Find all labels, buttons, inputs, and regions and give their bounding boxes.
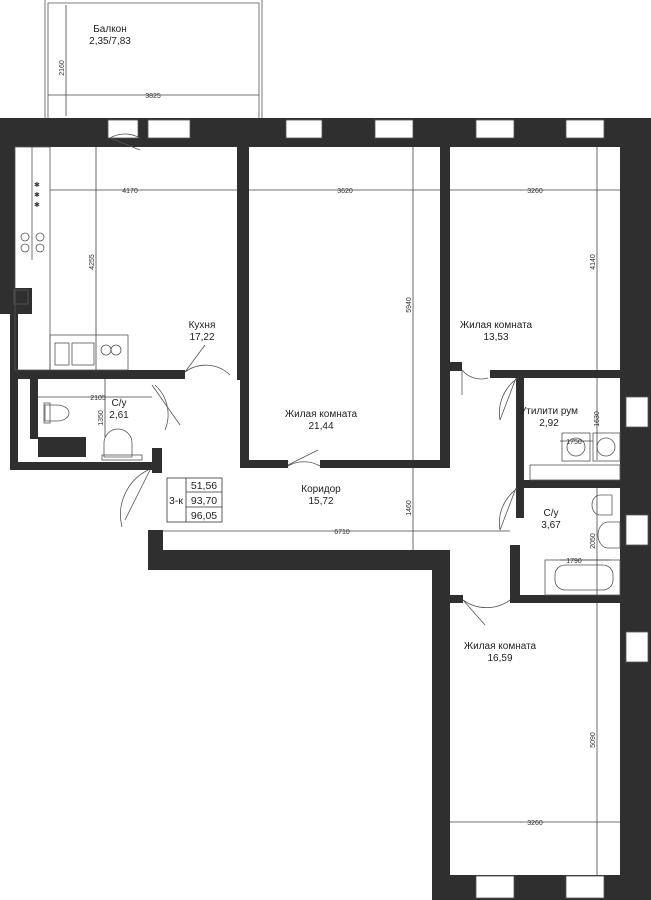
living-area: 51,56 <box>191 480 217 492</box>
room-name-utility: Утилити рум <box>520 406 578 417</box>
living1-door <box>287 449 321 467</box>
total-area-with-balcony: 96,05 <box>191 510 217 522</box>
room-area-corridor: 15,72 <box>308 496 333 507</box>
dim-balcony-depth: 2160 <box>59 60 66 76</box>
dim-living3-length: 5090 <box>590 732 597 748</box>
window <box>625 631 649 663</box>
dim-living2-length: 4140 <box>590 254 597 270</box>
dim-bath2-tub: 1790 <box>566 558 582 565</box>
washbasin-icon <box>103 428 133 458</box>
window <box>625 514 649 546</box>
window <box>285 119 323 139</box>
dim-living2-width: 3260 <box>527 188 543 195</box>
room-area-balcony: 2,35/7,83 <box>89 36 131 47</box>
room-name-living3: Жилая комната <box>464 641 537 652</box>
room-name-corridor: Коридор <box>301 484 341 495</box>
stove-icon <box>20 232 45 253</box>
dimension-lines <box>38 5 620 875</box>
toilet-icon <box>44 404 70 422</box>
hood-icon: ✱ <box>34 201 40 209</box>
dim-utility-fixture: 1750 <box>566 439 582 446</box>
window <box>475 875 515 899</box>
apartment-type: 3-к <box>169 495 183 507</box>
dishwasher-icon <box>54 342 70 366</box>
toilet-icon <box>591 494 613 516</box>
cooktop-icon <box>100 344 122 356</box>
room-area-bathroom1: 2,61 <box>109 410 129 421</box>
meter-icon <box>13 289 29 305</box>
room-labels: Балкон 2,35/7,83 Кухня 17,22 С/у 2,61 Жи… <box>89 24 578 664</box>
room-name-balcony: Балкон <box>93 24 127 35</box>
dim-living3-width: 3260 <box>527 820 543 827</box>
dim-balcony-width: 3825 <box>145 93 161 100</box>
room-area-utility: 2,92 <box>539 418 559 429</box>
kitchen-door <box>184 344 231 376</box>
room-area-living3: 16,59 <box>487 653 512 664</box>
dim-living1-length: 5940 <box>406 297 413 313</box>
room-name-kitchen: Кухня <box>189 320 216 331</box>
bath2-door <box>499 487 519 531</box>
window <box>565 119 605 139</box>
dim-bath1-width: 2105 <box>90 395 106 402</box>
entrance-door <box>120 469 151 528</box>
dim-utility-length: 1630 <box>594 411 601 427</box>
dim-kitchen-width: 4170 <box>122 188 138 195</box>
window <box>565 875 605 899</box>
living3-door <box>462 599 511 626</box>
sink-icon <box>71 342 95 366</box>
dryer-icon <box>592 432 621 462</box>
walls <box>0 118 651 900</box>
washer-icon <box>561 432 591 462</box>
bath1-fixtures <box>43 402 143 461</box>
room-name-bathroom2: С/у <box>544 508 559 519</box>
total-area: 93,70 <box>191 495 217 507</box>
hood-icon: ✱ <box>34 181 40 189</box>
window <box>147 119 191 139</box>
room-name-bathroom1: С/у <box>112 398 127 409</box>
window <box>107 119 139 139</box>
hood-icon: ✱ <box>34 191 40 199</box>
washbasin-icon <box>597 521 621 549</box>
room-name-living1: Жилая комната <box>285 409 358 420</box>
dim-bath1-length: 1350 <box>98 410 105 426</box>
area-summary: 3-к 51,56 93,70 96,05 <box>166 477 223 523</box>
window <box>625 396 649 428</box>
room-area-bathroom2: 3,67 <box>541 520 561 531</box>
dim-bath2-length: 2050 <box>590 533 597 549</box>
utility-door <box>499 377 519 421</box>
kitchen-fixtures: ✱ ✱ ✱ <box>13 146 129 371</box>
balcony-door <box>109 133 141 151</box>
dim-kitchen-length: 4255 <box>89 254 96 270</box>
window <box>374 119 414 139</box>
utility-fixtures <box>529 432 621 481</box>
room-name-living2: Жилая комната <box>460 320 533 331</box>
dim-corridor-length: 6710 <box>334 529 350 536</box>
doors <box>120 344 519 626</box>
window <box>475 119 515 139</box>
bath2-fixtures <box>544 494 621 596</box>
living2-door <box>461 369 489 395</box>
balcony <box>44 0 263 118</box>
room-area-living2: 13,53 <box>483 332 508 343</box>
bath1-door <box>151 384 181 431</box>
room-area-kitchen: 17,22 <box>189 332 214 343</box>
dimension-labels: 2160 3825 4170 4255 3620 5940 3260 4140 … <box>59 60 601 827</box>
room-area-living1: 21,44 <box>308 421 333 432</box>
dim-living1-width: 3620 <box>337 188 353 195</box>
dim-corridor-width: 1460 <box>406 500 413 516</box>
windows <box>107 119 649 899</box>
